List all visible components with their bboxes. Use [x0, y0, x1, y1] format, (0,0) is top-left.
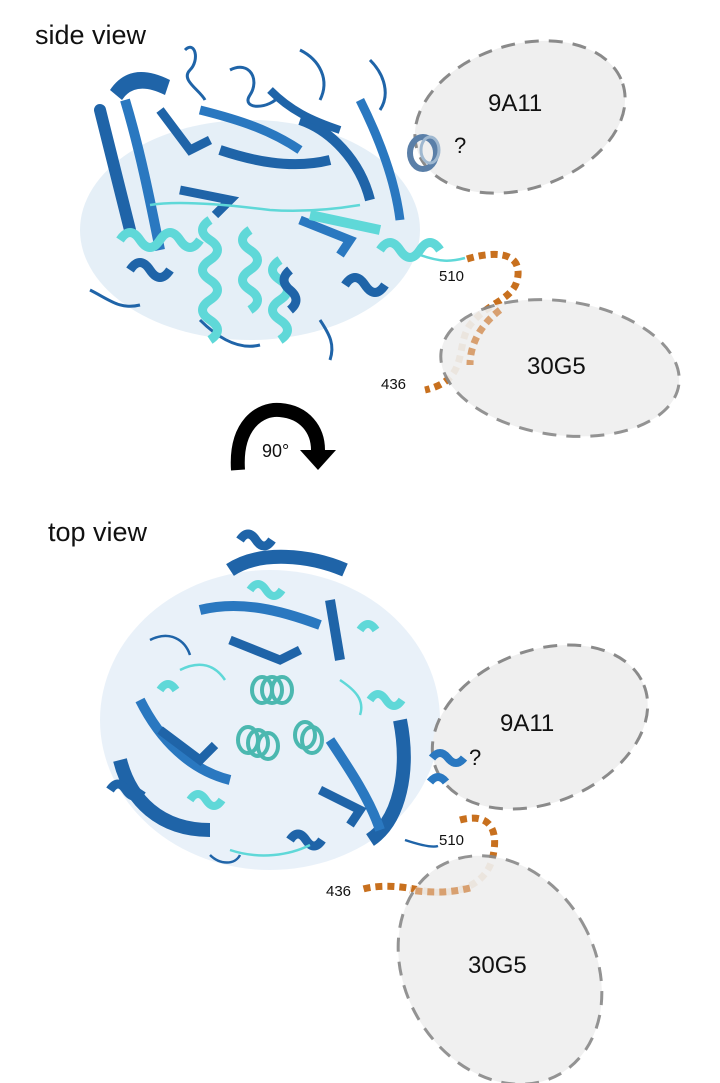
- antibody-9a11-top-ellipse: [430, 643, 650, 811]
- antibody-9a11-top-label: 9A11: [500, 710, 555, 737]
- top-view-title: top view: [48, 517, 148, 547]
- uncertain-marker-side: ?: [454, 133, 467, 158]
- side-view-title: side view: [35, 20, 147, 50]
- protein-lobe-top: [198, 529, 380, 665]
- rotate-arrow-icon: [230, 402, 336, 471]
- central-helices: [236, 675, 324, 761]
- protein-lobe-right: [286, 690, 411, 851]
- uncertain-marker-top: ?: [469, 745, 482, 770]
- protein-ribbon-side: [80, 46, 466, 361]
- antibody-30g5-top-label: 30G5: [468, 952, 527, 979]
- antibody-30g5-top-ellipse: [396, 854, 604, 1083]
- rotation-label: 90°: [262, 441, 290, 461]
- residue-start-top: 510: [439, 832, 465, 849]
- antibody-9a11-side-ellipse: [413, 39, 627, 195]
- residue-start-side: 510: [439, 268, 465, 285]
- residue-end-side: 436: [381, 376, 407, 393]
- protein-lobe-left: [106, 680, 232, 837]
- side-view-structure: [80, 46, 466, 361]
- antibody-30g5-side-ellipse: [439, 298, 681, 438]
- antibody-30g5-side-label: 30G5: [527, 353, 586, 380]
- epitope-helix-top: [426, 749, 468, 785]
- epitope-helix-side: [407, 134, 441, 172]
- linker-side: [424, 250, 522, 394]
- antibody-9a11-side-label: 9A11: [488, 90, 543, 117]
- top-view-structure: [100, 529, 440, 870]
- residue-end-top: 436: [326, 883, 352, 900]
